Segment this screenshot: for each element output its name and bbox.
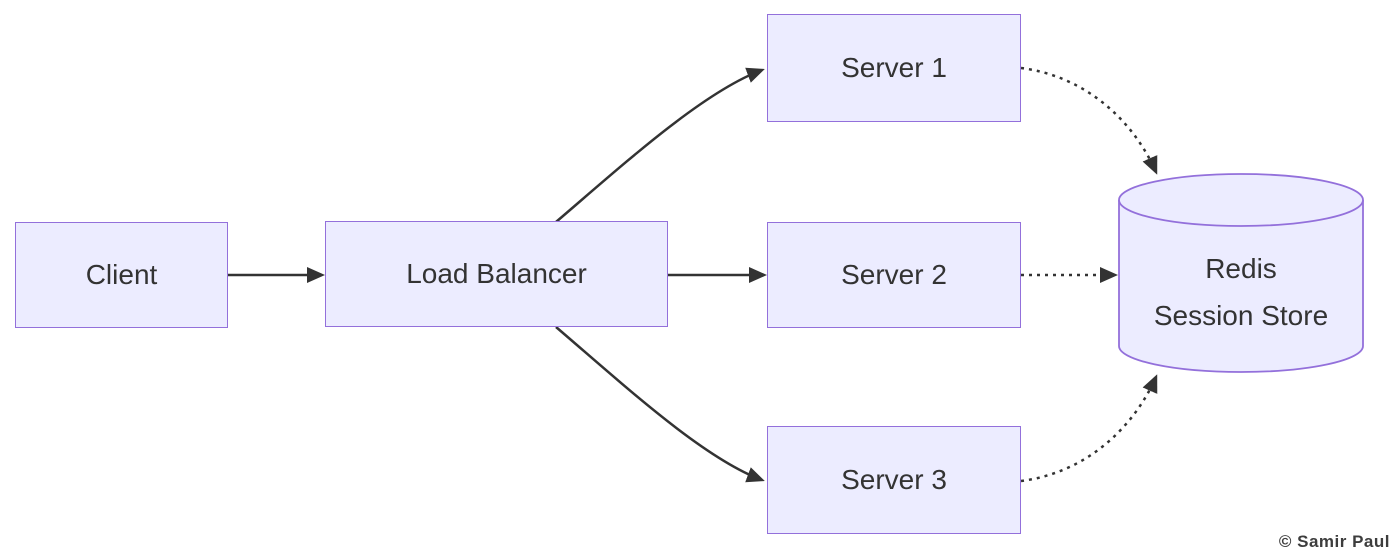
- node-client: Client: [15, 222, 228, 328]
- edge-server3-to-redis: [1020, 374, 1158, 483]
- node-redis-label: Redis Session Store: [1119, 245, 1363, 339]
- edge-server1-to-redis: [1020, 66, 1158, 175]
- node-redis-label-line1: Redis: [1205, 253, 1277, 284]
- redis-cylinder-shape: [1118, 173, 1364, 373]
- watermark: © Samir Paul: [1278, 532, 1390, 551]
- node-redis-label-line2: Session Store: [1153, 300, 1329, 331]
- node-load-balancer: Load Balancer: [325, 221, 668, 327]
- node-server3-label: Server 3: [841, 464, 947, 495]
- node-server1: Server 1: [767, 14, 1021, 122]
- node-client-label: Client: [85, 259, 158, 290]
- node-server2-label: Server 2: [841, 259, 947, 290]
- edge-load-balancer-to-server1: [555, 67, 765, 223]
- node-load-balancer-label: Load Balancer: [406, 258, 587, 289]
- edge-load-balancer-to-server3: [555, 326, 765, 483]
- node-server1-label: Server 1: [841, 52, 947, 83]
- node-server3: Server 3: [767, 426, 1021, 534]
- node-server2: Server 2: [767, 222, 1021, 328]
